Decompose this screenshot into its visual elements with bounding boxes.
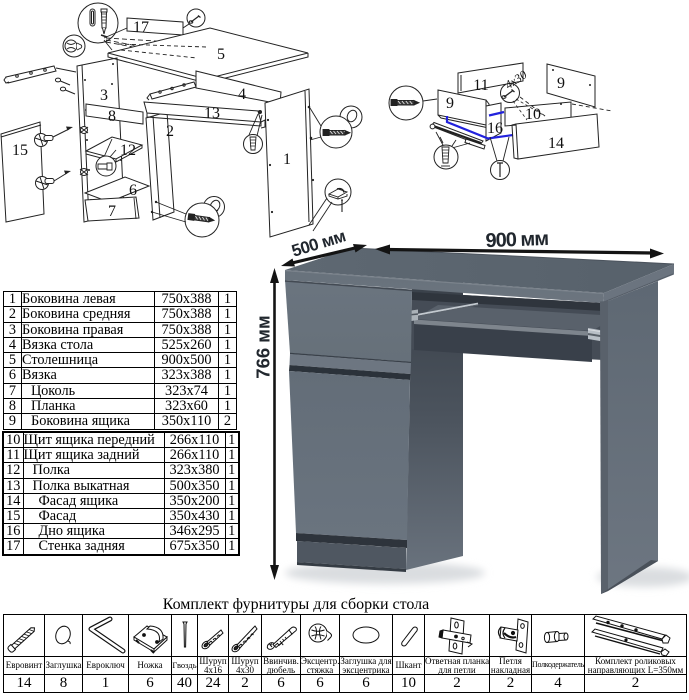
svg-text:4: 4 <box>238 86 246 103</box>
svg-text:1: 1 <box>283 151 291 168</box>
svg-text:2: 2 <box>166 123 174 140</box>
svg-text:14: 14 <box>548 135 564 152</box>
svg-text:5: 5 <box>217 46 225 63</box>
svg-text:766 мм: 766 мм <box>253 315 274 378</box>
svg-text:11: 11 <box>473 77 488 94</box>
svg-text:8: 8 <box>108 108 116 125</box>
svg-text:13: 13 <box>204 105 220 122</box>
svg-text:17: 17 <box>133 19 149 36</box>
svg-text:9: 9 <box>446 95 454 112</box>
svg-text:12: 12 <box>120 142 136 159</box>
svg-text:10: 10 <box>525 106 541 123</box>
svg-text:7: 7 <box>108 203 116 220</box>
svg-text:15: 15 <box>12 142 28 159</box>
svg-text:3: 3 <box>100 87 108 104</box>
svg-text:9: 9 <box>557 75 565 92</box>
svg-text:16: 16 <box>487 120 503 137</box>
svg-text:6: 6 <box>129 182 137 199</box>
svg-text:900 мм: 900 мм <box>485 228 548 252</box>
